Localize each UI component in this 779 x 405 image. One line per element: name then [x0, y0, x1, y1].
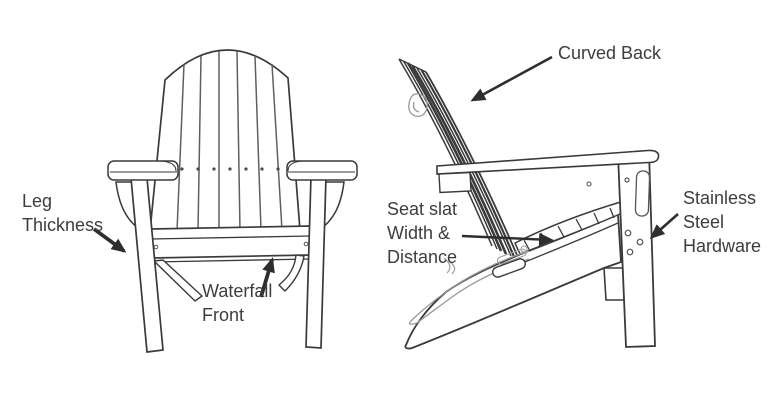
adirondack-chair-side-view: [398, 58, 660, 350]
stainless-hardware-arrow: [649, 213, 679, 239]
leg-thickness-arrow: [92, 227, 127, 253]
front-chair-right-leg: [305, 175, 327, 349]
callout-curved-back-line1: Curved Back: [558, 43, 662, 63]
callout-leg-thickness: Leg Thickness: [22, 189, 103, 237]
callout-waterfall-front-line1: Waterfall: [202, 281, 273, 301]
side-chair-far-leg: [603, 267, 625, 301]
side-chair-curved-back: [398, 58, 521, 263]
stainless-hardware-screws: [624, 177, 644, 256]
side-chair-armrest: [436, 149, 660, 194]
callout-seat-slat-line3: Distance: [387, 247, 458, 267]
callout-curved-back: Curved Back: [558, 41, 661, 65]
side-chair-front-leg: [617, 150, 656, 348]
callout-waterfall-front-line2: Front: [202, 305, 245, 325]
callout-seat-slat: Seat slat Width & Distance: [387, 197, 457, 269]
side-chair-leg-slot: [634, 170, 651, 217]
waterfall-front-arrow: [259, 257, 275, 298]
front-chair-back-screws: [180, 167, 280, 171]
side-chair-armrest-bracket: [438, 171, 472, 194]
front-chair-right-brace: [277, 254, 305, 292]
callout-stainless-steel: Stainless Steel Hardware: [683, 186, 761, 258]
callout-leg-thickness-line2: Thickness: [22, 215, 104, 235]
front-chair-curved-back: [149, 49, 301, 232]
callout-leg-thickness-line1: Leg: [22, 191, 53, 211]
front-chair-left-armrest: [107, 160, 179, 181]
curved-back-arrow: [470, 55, 553, 102]
side-chair-front-leg-sketch: [408, 245, 530, 325]
callout-stainless-steel-line3: Hardware: [683, 236, 762, 256]
seat-slat-arrow: [461, 232, 554, 246]
front-chair-right-armrest: [286, 160, 358, 181]
front-chair-left-brace: [152, 259, 204, 302]
callout-seat-slat-line2: Width &: [387, 223, 451, 243]
front-chair-back-slats: [176, 50, 283, 232]
callout-arrows: [92, 55, 679, 298]
front-chair-waterfall-apron: [150, 225, 312, 263]
adirondack-chair-front-view: [107, 49, 358, 353]
callout-stainless-steel-line2: Steel: [683, 212, 725, 232]
side-chair-back-curve-profile: [408, 93, 428, 117]
side-chair-arm-screw: [586, 181, 592, 187]
callout-stainless-steel-line1: Stainless: [683, 188, 757, 208]
callout-waterfall-front: Waterfall Front: [202, 279, 272, 327]
callout-seat-slat-line1: Seat slat: [387, 199, 458, 219]
